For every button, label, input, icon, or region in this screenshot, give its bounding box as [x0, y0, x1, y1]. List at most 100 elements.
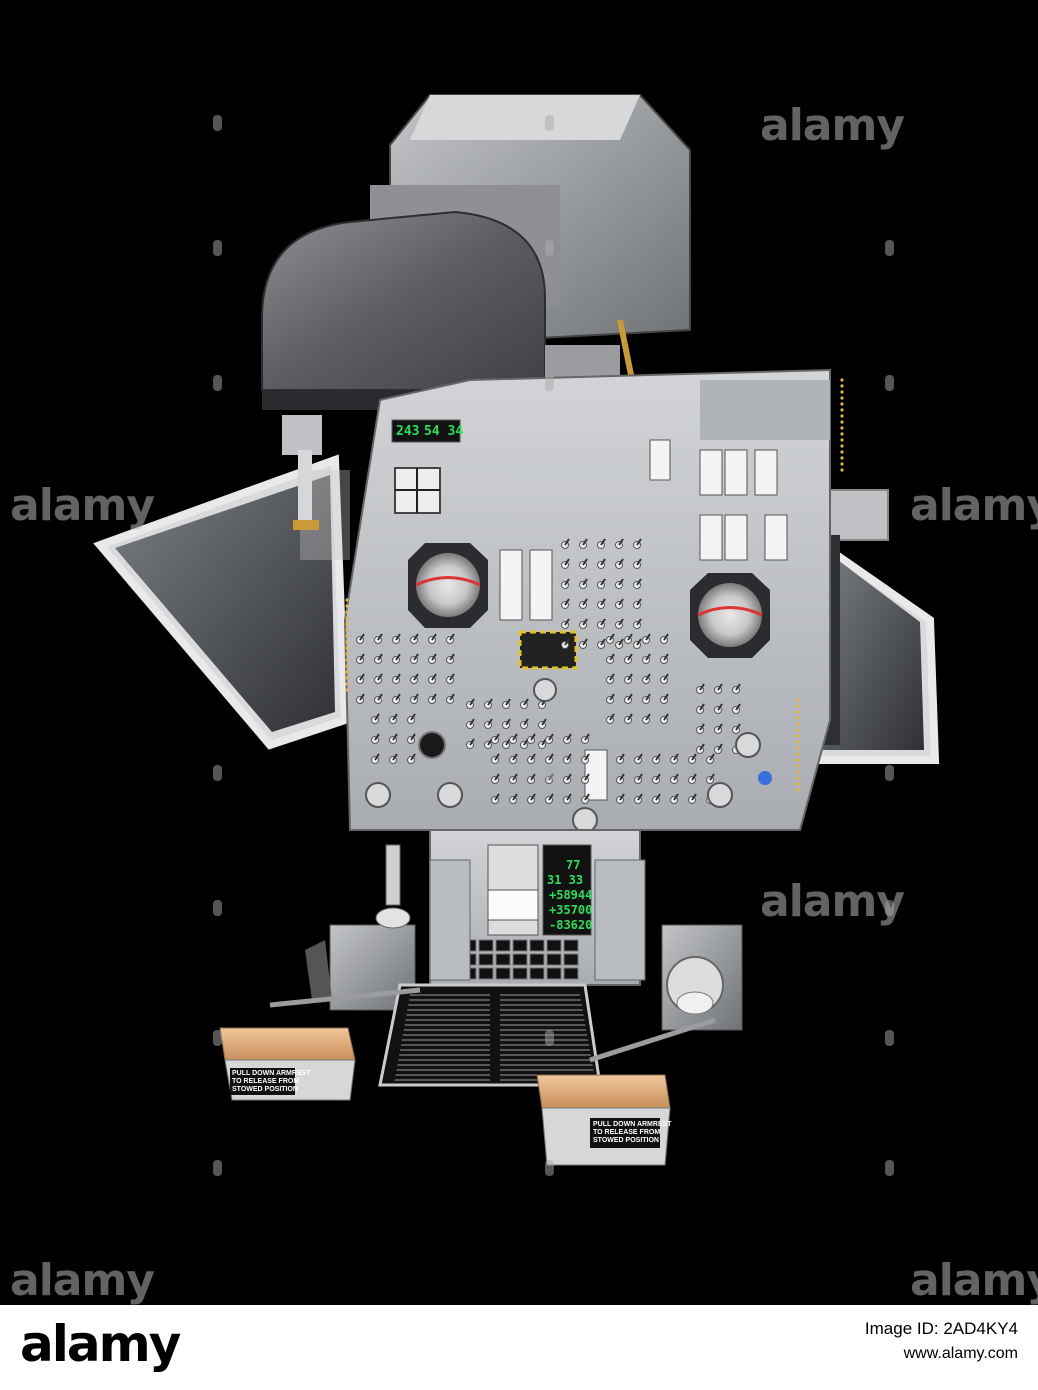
- toggle-lever: [717, 683, 723, 691]
- watermark-dot: [213, 900, 222, 916]
- edge-light: [345, 664, 349, 668]
- dsky-key: [512, 939, 528, 952]
- edge-light: [840, 468, 844, 472]
- toggle-lever: [512, 733, 518, 741]
- edge-light: [796, 728, 800, 732]
- watermark-dot: [545, 1160, 554, 1176]
- edge-light: [345, 652, 349, 656]
- toggle-lever: [530, 733, 536, 741]
- toggle-lever: [637, 793, 643, 801]
- toggle-lever: [645, 633, 651, 641]
- dsky-register-2: +35700: [549, 903, 593, 917]
- toggle-lever: [469, 738, 475, 746]
- fdai-left: [408, 543, 488, 628]
- armrest-right: [536, 1017, 716, 1166]
- dsky-key: [478, 939, 494, 952]
- toggle-lever: [530, 793, 536, 801]
- edge-light: [345, 670, 349, 674]
- toggle-lever: [395, 633, 401, 641]
- watermark: alamy: [910, 1255, 1038, 1306]
- armrest-left: [219, 987, 421, 1101]
- edge-light: [796, 782, 800, 786]
- toggle-lever: [735, 703, 741, 711]
- edge-light: [345, 640, 349, 644]
- toggle-lever: [582, 558, 588, 566]
- toggle-lever: [699, 723, 705, 731]
- toggle-lever: [566, 753, 572, 761]
- toggle-lever: [512, 793, 518, 801]
- toggle-lever: [619, 773, 625, 781]
- edge-light: [796, 764, 800, 768]
- edge-light: [796, 788, 800, 792]
- edge-light: [345, 616, 349, 620]
- toggle-lever: [359, 653, 365, 661]
- edge-light: [345, 688, 349, 692]
- toggle-lever: [627, 693, 633, 701]
- toggle-lever: [735, 723, 741, 731]
- toggle-lever: [618, 578, 624, 586]
- toggle-lever: [673, 793, 679, 801]
- toggle-lever: [410, 753, 416, 761]
- edge-light: [345, 598, 349, 602]
- toggle-lever: [691, 753, 697, 761]
- watermark: alamy: [10, 480, 155, 531]
- toggle-lever: [431, 653, 437, 661]
- toggle-lever: [618, 538, 624, 546]
- toggle-lever: [691, 793, 697, 801]
- edge-light: [345, 676, 349, 680]
- toggle-lever: [582, 638, 588, 646]
- watermark-dot: [545, 115, 554, 131]
- toggle-lever: [645, 693, 651, 701]
- toggle-lever: [600, 578, 606, 586]
- toggle-lever: [564, 538, 570, 546]
- toggle-lever: [395, 673, 401, 681]
- dsky-keypad: [461, 939, 579, 980]
- toggle-lever: [582, 598, 588, 606]
- edge-light: [796, 752, 800, 756]
- toggle-lever: [374, 753, 380, 761]
- toggle-lever: [359, 673, 365, 681]
- watermark-dot: [545, 765, 554, 781]
- toggle-lever: [564, 598, 570, 606]
- watermark-dot: [213, 375, 222, 391]
- toggle-lever: [636, 538, 642, 546]
- toggle-lever: [359, 693, 365, 701]
- dsky-key: [546, 953, 562, 966]
- toggle-lever: [566, 793, 572, 801]
- toggle-lever: [637, 753, 643, 761]
- edge-light: [345, 658, 349, 662]
- toggle-lever: [359, 633, 365, 641]
- toggle-lever: [377, 653, 383, 661]
- toggle-lever: [494, 773, 500, 781]
- toggle-lever: [449, 693, 455, 701]
- toggle-lever: [564, 638, 570, 646]
- toggle-lever: [469, 698, 475, 706]
- site-url: www.alamy.com: [903, 1345, 1018, 1362]
- toggle-lever: [618, 618, 624, 626]
- edge-light: [345, 634, 349, 638]
- toggle-lever: [636, 598, 642, 606]
- toggle-lever: [619, 753, 625, 761]
- edge-light: [840, 402, 844, 406]
- toggle-lever: [618, 598, 624, 606]
- toggle-lever: [548, 753, 554, 761]
- edge-light: [840, 408, 844, 412]
- edge-light: [796, 770, 800, 774]
- toggle-lever: [392, 713, 398, 721]
- toggle-lever: [709, 773, 715, 781]
- main-panel: [343, 368, 831, 833]
- toggle-lever: [395, 693, 401, 701]
- dsky-key: [529, 939, 545, 952]
- fdai-right: [690, 573, 770, 658]
- toggle-lever: [494, 793, 500, 801]
- toggle-lever: [548, 733, 554, 741]
- edge-light: [345, 604, 349, 608]
- toggle-lever: [673, 753, 679, 761]
- edge-light: [796, 698, 800, 702]
- dsky-key: [495, 939, 511, 952]
- dsky-prog-display: 77: [566, 858, 581, 872]
- toggle-lever: [377, 673, 383, 681]
- watermark-dot: [213, 765, 222, 781]
- image-id: Image ID: 2AD4KY4: [864, 1319, 1018, 1338]
- toggle-lever: [609, 693, 615, 701]
